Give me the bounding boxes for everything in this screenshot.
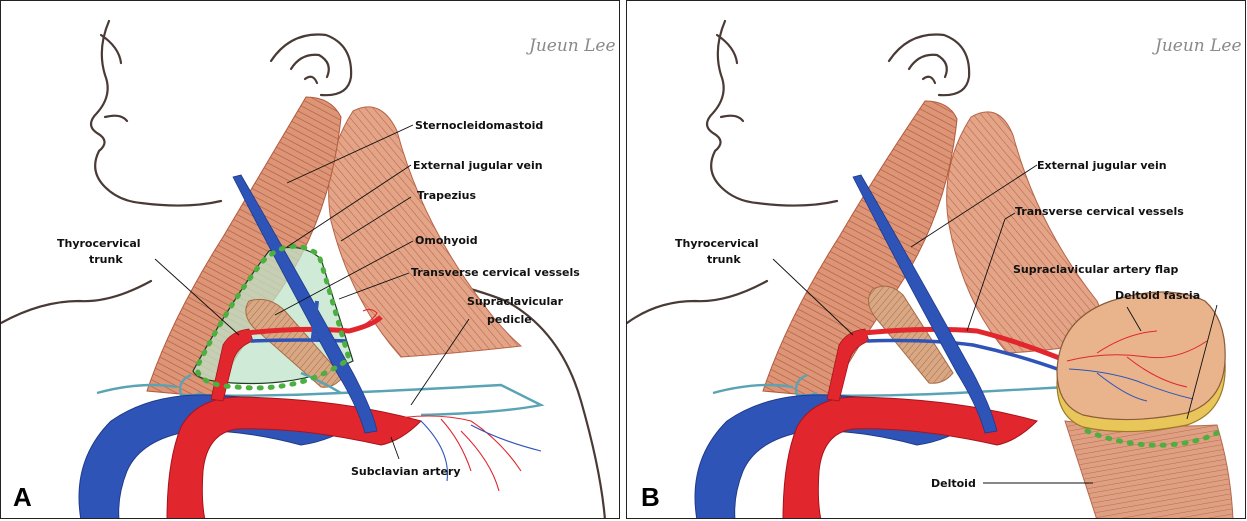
- panel-a: Sternocleidomastoid External jugular vei…: [0, 0, 620, 519]
- label-transverse-cervical-vessels: Transverse cervical vessels: [411, 266, 580, 279]
- trapezius-muscle: [328, 106, 523, 358]
- leader-lines-b: [772, 164, 1218, 484]
- label-deltoid-fascia: Deltoid fascia: [1115, 289, 1200, 302]
- label-sternocleidomastoid: Sternocleidomastoid: [415, 119, 543, 132]
- label-deltoid: Deltoid: [931, 477, 976, 490]
- supraclavicular-artery-flap: [1056, 291, 1226, 433]
- face-outline: [1, 19, 606, 518]
- label-supraclavicular-artery-flap: Supraclavicular artery flap: [1013, 263, 1178, 276]
- supraclavicular-branches: [350, 308, 542, 492]
- label-external-jugular-vein: External jugular vein: [413, 159, 543, 172]
- external-jugular-vein-b: [852, 174, 998, 434]
- omohyoid-muscle: [245, 298, 344, 388]
- ejv-tributary: [310, 300, 331, 339]
- label-pedicle: pedicle: [487, 313, 532, 326]
- donor-site-outline-dots: [1084, 428, 1220, 448]
- label-external-jugular-vein-b: External jugular vein: [1037, 159, 1167, 172]
- subclavian-artery: [166, 396, 422, 518]
- panel-b: External jugular vein Transverse cervica…: [626, 0, 1246, 519]
- flap-outline-dots: [194, 243, 352, 391]
- label-omohyoid: Omohyoid: [415, 234, 478, 247]
- artist-signature: Jueun Lee: [526, 36, 616, 56]
- transverse-cervical-vein-b: [866, 338, 1064, 373]
- panel-letter-a: A: [13, 482, 32, 512]
- label-trapezius: Trapezius: [417, 189, 476, 202]
- leader-lines: [154, 124, 470, 460]
- label-thyrocervical-b: Thyrocervical: [675, 237, 759, 250]
- external-jugular-vein: [232, 174, 378, 434]
- label-trunk: trunk: [89, 253, 123, 266]
- transverse-cervical-artery-b: [862, 326, 1068, 364]
- label-transverse-cervical-vessels-b: Transverse cervical vessels: [1015, 205, 1184, 218]
- transverse-cervical-vein: [250, 338, 348, 343]
- panel-b-illustration: External jugular vein Transverse cervica…: [627, 19, 1242, 518]
- label-supraclavicular: Supraclavicular: [467, 295, 564, 308]
- transverse-cervical-artery: [246, 315, 383, 336]
- label-trunk-b: trunk: [707, 253, 741, 266]
- trapezius-muscle-b: [946, 111, 1103, 354]
- omohyoid-muscle-b: [868, 285, 954, 384]
- label-subclavian-artery: Subclavian artery: [351, 465, 461, 478]
- artist-signature-b: Jueun Lee: [1152, 36, 1242, 56]
- face-outline-b: [627, 19, 971, 325]
- panel-a-illustration: Sternocleidomastoid External jugular vei…: [1, 19, 616, 518]
- subclavian-artery-b: [782, 396, 1038, 518]
- label-thyrocervical: Thyrocervical: [57, 237, 141, 250]
- panel-letter-b: B: [641, 482, 660, 512]
